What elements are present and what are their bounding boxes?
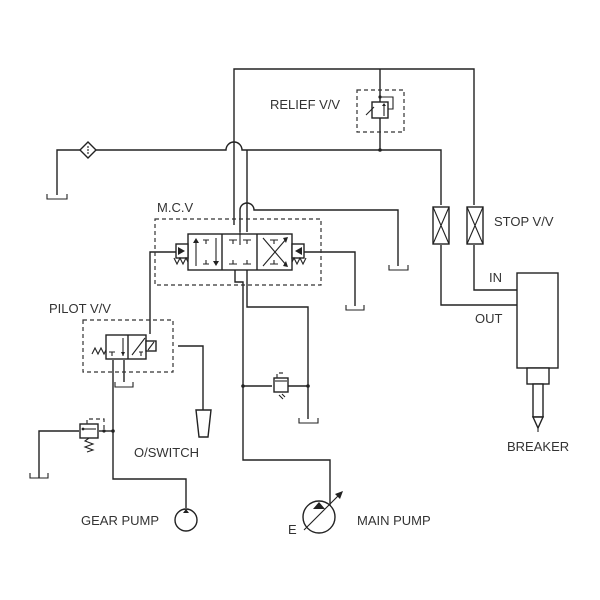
line-return-main <box>96 141 442 205</box>
stop-valve-out <box>432 206 450 245</box>
line-o-switch <box>178 345 204 410</box>
relief-valve: RELIEF V/V <box>270 89 405 152</box>
o-switch-label: O/SWITCH <box>134 445 199 460</box>
tank-icon <box>114 382 134 388</box>
tank-icon <box>46 194 68 200</box>
line-mcv-bottom-a <box>234 270 331 507</box>
tank-icon <box>388 265 409 271</box>
breaker-label: BREAKER <box>507 439 569 454</box>
line-out <box>440 245 517 306</box>
line-top-loop <box>233 68 475 225</box>
main-pump-label: MAIN PUMP <box>357 513 431 528</box>
line-gear-pump <box>112 360 187 508</box>
pilot-valve: PILOT V/V <box>49 301 174 373</box>
mcv-label: M.C.V <box>157 200 193 215</box>
main-pump-e-label: E <box>288 522 297 537</box>
line-mcv-bottom-b <box>246 270 309 419</box>
line-pilot-relief-tank <box>38 430 79 478</box>
tank-icon <box>29 473 49 479</box>
filter-icon <box>79 141 97 159</box>
line-filter-tank <box>56 149 80 195</box>
o-switch: O/SWITCH <box>134 409 212 460</box>
tanks <box>29 194 409 479</box>
port-relief-valve <box>241 372 310 400</box>
line-in <box>473 245 517 291</box>
gear-pump-label: GEAR PUMP <box>81 513 159 528</box>
main-pump: E MAIN PUMP <box>288 491 431 537</box>
line-mcv-pilot-left <box>149 251 178 334</box>
mcv-valve: M.C.V <box>154 200 322 286</box>
tank-icon <box>345 305 365 311</box>
hydraulic-lines <box>38 68 517 508</box>
out-port-label: OUT <box>475 311 503 326</box>
in-port-label: IN <box>489 270 502 285</box>
tank-icon <box>298 418 319 424</box>
relief-valve-label: RELIEF V/V <box>270 97 340 112</box>
pilot-relief-valve <box>79 418 115 453</box>
stop-valve-in: STOP V/V <box>466 206 554 245</box>
stop-valve-label: STOP V/V <box>494 214 554 229</box>
pilot-valve-label: PILOT V/V <box>49 301 111 316</box>
line-mcv-tank-right <box>239 202 399 266</box>
line-mcv-pilot-right <box>302 251 356 306</box>
breaker: BREAKER <box>507 272 569 454</box>
gear-pump: GEAR PUMP <box>81 508 198 532</box>
